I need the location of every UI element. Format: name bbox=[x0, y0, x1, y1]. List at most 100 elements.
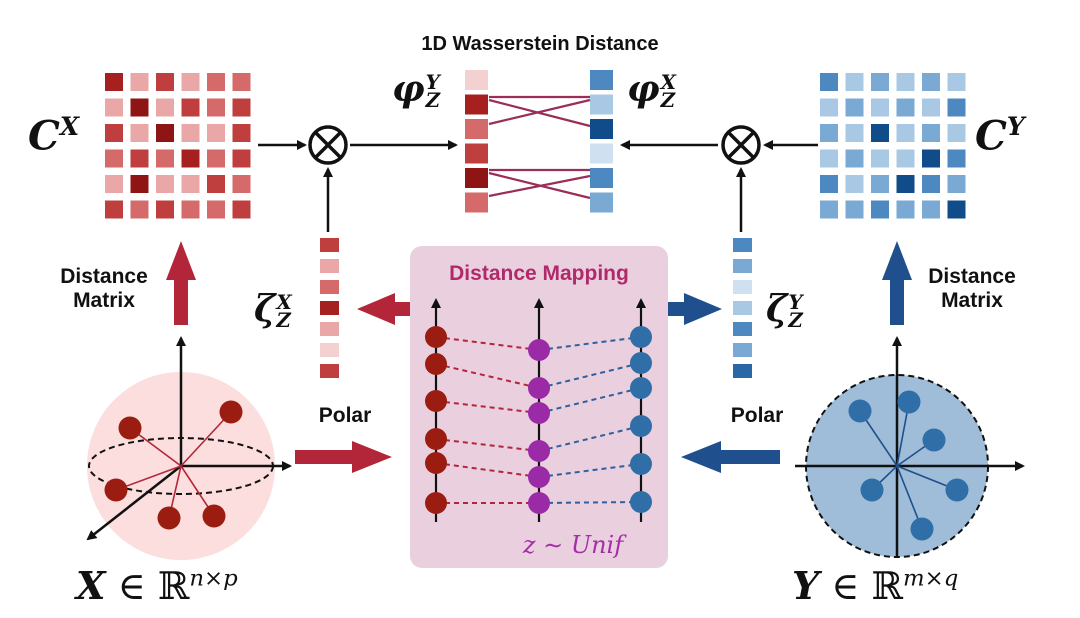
matrix-cell bbox=[871, 98, 889, 117]
matrix-cell bbox=[181, 149, 200, 168]
matrix-cell bbox=[820, 124, 838, 142]
mapping-link-blue bbox=[538, 501, 642, 504]
matrix-cell bbox=[871, 149, 889, 168]
matrix-cell bbox=[232, 98, 251, 117]
vector-cell bbox=[590, 192, 613, 213]
phi-z-x-column bbox=[590, 70, 613, 213]
matrix-cell bbox=[922, 200, 940, 219]
matrix-cell bbox=[896, 200, 915, 219]
vector-cell bbox=[465, 192, 488, 213]
matrix-cell bbox=[207, 124, 225, 142]
mapping-link-blue bbox=[538, 336, 642, 351]
z-quantile-point bbox=[528, 492, 550, 514]
label-distance-mapping: Distance Mapping bbox=[449, 262, 629, 285]
matrix-cell bbox=[845, 98, 864, 117]
vector-cell bbox=[320, 343, 339, 357]
y-point bbox=[945, 478, 969, 502]
matrix-cell bbox=[232, 73, 251, 91]
matrix-cell bbox=[130, 149, 149, 168]
x-distance-point bbox=[425, 452, 447, 474]
matrix-cell bbox=[871, 175, 889, 193]
matrix-cell bbox=[845, 73, 864, 91]
matrix-cell bbox=[922, 175, 940, 193]
vector-cell bbox=[465, 168, 488, 188]
matrix-cell bbox=[181, 73, 200, 91]
z-quantile-point bbox=[528, 339, 550, 361]
matrix-cell bbox=[130, 73, 149, 91]
wasserstein-matching-lines bbox=[488, 95, 591, 200]
matrix-cell bbox=[845, 124, 864, 142]
vector-cell bbox=[320, 259, 339, 273]
y-point bbox=[897, 390, 921, 414]
distance-matrix-arrow-right bbox=[882, 241, 912, 325]
matrix-cell bbox=[922, 98, 940, 117]
matrix-cell bbox=[871, 124, 889, 142]
vector-cell bbox=[733, 259, 752, 273]
matrix-cell bbox=[181, 200, 200, 219]
matrix-cell bbox=[156, 98, 174, 117]
x-spoke bbox=[180, 411, 232, 467]
z-quantile-point bbox=[528, 440, 550, 462]
x-point bbox=[157, 506, 181, 530]
matrix-cell bbox=[105, 175, 123, 193]
x-distance-point bbox=[425, 390, 447, 412]
mapping-to-zeta-y-arrow bbox=[665, 293, 722, 325]
label-distance-matrix-left: Distance Matrix bbox=[60, 265, 148, 312]
matrix-cell bbox=[896, 73, 915, 91]
matrix-cell bbox=[947, 200, 966, 219]
matrix-cell bbox=[820, 175, 838, 193]
cost-matrix-x bbox=[105, 73, 251, 219]
x-point bbox=[219, 400, 243, 424]
y-distance-point bbox=[630, 453, 652, 475]
matrix-cell bbox=[820, 73, 838, 91]
y-distance-point bbox=[630, 352, 652, 374]
matrix-cell bbox=[871, 200, 889, 219]
vector-cell bbox=[733, 364, 752, 378]
matrix-cell bbox=[130, 98, 149, 117]
y-distance-point bbox=[630, 326, 652, 348]
matrix-cell bbox=[130, 200, 149, 219]
matrix-cell bbox=[105, 98, 123, 117]
vector-cell bbox=[590, 94, 613, 115]
vector-cell bbox=[320, 322, 339, 336]
matrix-cell bbox=[922, 73, 940, 91]
otimes-left bbox=[308, 125, 348, 165]
matrix-cell bbox=[922, 149, 940, 168]
matrix-cell bbox=[820, 149, 838, 168]
matrix-cell bbox=[156, 124, 174, 142]
y-distance-point bbox=[630, 377, 652, 399]
vector-cell bbox=[465, 70, 488, 90]
matrix-cell bbox=[820, 98, 838, 117]
matrix-cell bbox=[871, 73, 889, 91]
vector-cell bbox=[465, 119, 488, 139]
x-distance-point bbox=[425, 428, 447, 450]
vector-cell bbox=[733, 322, 752, 336]
y-point bbox=[922, 428, 946, 452]
vector-cell bbox=[733, 301, 752, 315]
label-cx: CX bbox=[28, 112, 80, 160]
matrix-cell bbox=[232, 124, 251, 142]
mapping-to-zeta-x-arrow bbox=[357, 293, 410, 325]
vector-cell bbox=[590, 143, 613, 164]
label-y-space: Y ∈ ℝm×q bbox=[792, 563, 959, 608]
matrix-cell bbox=[181, 124, 200, 142]
x-point bbox=[104, 478, 128, 502]
y-distance-point bbox=[630, 415, 652, 437]
vector-cell bbox=[465, 143, 488, 164]
matrix-cell bbox=[896, 149, 915, 168]
otimes-right bbox=[721, 125, 761, 165]
matrix-cell bbox=[105, 124, 123, 142]
phi-z-y-column bbox=[465, 70, 488, 213]
matrix-cell bbox=[156, 200, 174, 219]
matrix-cell bbox=[947, 175, 966, 193]
distance-mapping-content bbox=[425, 298, 652, 522]
y-point-cloud-sphere bbox=[795, 336, 1025, 558]
black-arrows bbox=[258, 140, 818, 232]
matrix-cell bbox=[207, 149, 225, 168]
matrix-cell bbox=[922, 124, 940, 142]
x-point-cloud-sphere bbox=[86, 336, 292, 560]
